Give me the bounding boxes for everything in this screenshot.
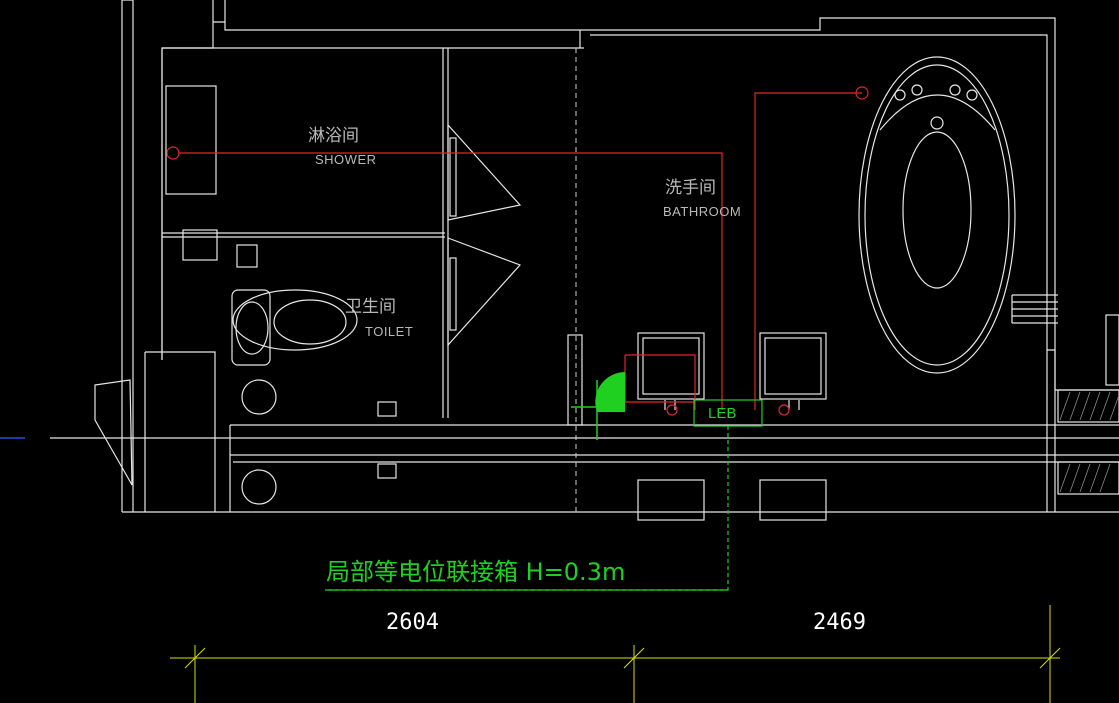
hatch-right-lower [1059,463,1111,493]
bathroom-label-en: BATHROOM [663,204,742,219]
toilet-label-en: TOILET [365,324,414,339]
right-hatched-block [1057,389,1119,423]
tub-knob-1 [894,89,906,101]
green-door-swing [595,372,625,412]
bathtub-outer [858,56,1016,374]
wall-top [580,17,1056,512]
wall-left-inner [161,47,584,360]
floor-drain [241,379,277,415]
tub-knob-3 [949,84,961,96]
toilet-seat [273,299,347,345]
shower-label-en: SHOWER [315,152,377,167]
tub-knob-2 [911,84,923,96]
partition-vertical [442,48,449,418]
dim-slash-2 [623,647,645,669]
soap-dish-1 [377,401,397,417]
tub-drain [930,116,944,130]
shower-label-cn: 淋浴间 [308,126,359,146]
toilet-tank [231,289,271,366]
cabinet-left [144,351,216,512]
right-post [1105,314,1119,386]
shower-handle-upper [449,137,457,217]
tub-knob-4 [966,89,978,101]
sink-faucet-right [788,400,800,410]
dimension-2604: 2604 [386,610,439,635]
toilet-door-handle [449,257,457,331]
column [567,334,583,426]
corridor-wall [50,424,1119,512]
sink-left-inner [642,337,700,395]
right-hatched-block-lower [1057,461,1119,495]
shower-niche [165,85,217,195]
wire-node-sink [666,404,678,416]
soap-dish-2 [377,463,397,479]
wire-node-right [778,404,790,416]
toilet-label-cn: 卫生间 [345,297,396,317]
toilet-bowl [232,289,358,351]
wire-tub [754,92,862,410]
shower-door-upper [447,123,522,221]
bathtub-head [879,94,996,131]
sink-lower-right [759,479,827,521]
floor-drain-lower [241,469,277,505]
dim-slash-3 [1039,647,1061,669]
wire-node-tub [855,86,869,100]
wire-node-shower [166,146,180,160]
toilet-door [447,237,522,347]
leb-label: LEB [708,405,737,422]
toilet-tank-inner [235,301,269,355]
storage-box [182,229,218,261]
wire-shower [178,152,723,410]
sink-left-outer [637,332,705,400]
wall-top-inner [590,34,1048,512]
sink-right-inner [764,337,822,395]
sink-right-outer [759,332,827,400]
annotation-text: 局部等电位联接箱 H=0.3m [326,558,626,586]
green-cross [571,380,625,440]
dimension-2469: 2469 [813,610,866,635]
bathroom-label-cn: 洗手间 [665,178,716,198]
partition-shower-toilet [162,232,445,238]
right-wall-edge [1047,349,1119,391]
sink-lower-left [637,479,705,521]
bathtub-basin [902,131,972,289]
towel-rack [1011,294,1058,324]
dim-slash-1 [184,647,206,669]
cabinet-door [94,379,133,486]
outer-wall [121,0,134,512]
toilet-roll [236,244,258,268]
hatch-right [1059,391,1119,421]
lower-wall [122,461,1119,513]
wire-left-loop [624,355,695,403]
wire-sink-left [625,354,696,410]
bathtub-rim [864,64,1010,366]
